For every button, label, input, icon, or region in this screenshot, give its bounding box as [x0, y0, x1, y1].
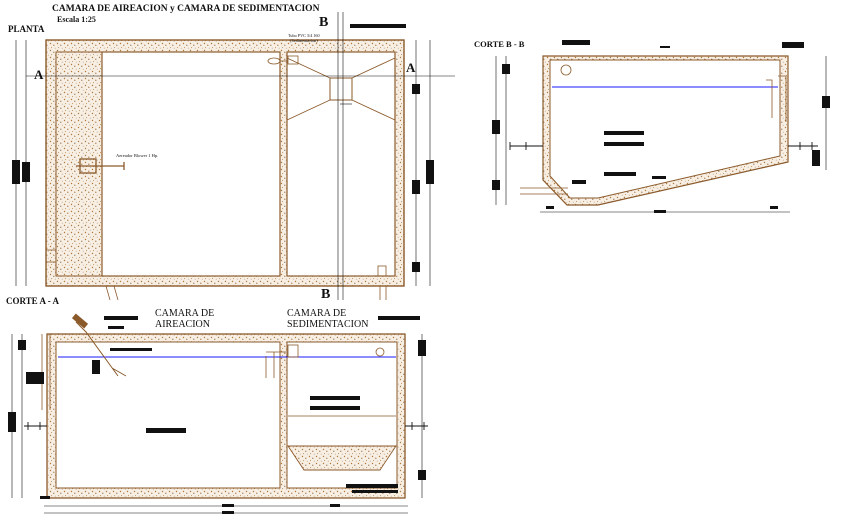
aeration-chamber-label-1: CAMARA DE: [155, 308, 214, 319]
aeration-chamber-label-2: AIREACION: [155, 319, 210, 330]
aa-tag-5: [310, 396, 360, 400]
aa-hopper: [287, 445, 397, 471]
aa-tag-10: [108, 326, 124, 329]
bb-dim-tag-8: [770, 206, 778, 209]
plan-dim-tag-4: [412, 180, 420, 194]
section-aa-label: CORTE A - A: [6, 296, 59, 306]
aa-diffuser-head: [71, 313, 89, 329]
aa-dim-tag-7: [222, 511, 234, 514]
bb-outlet-pipe: [766, 75, 787, 122]
aa-tag-1: [104, 316, 138, 320]
plan-sedimentation-chamber: [286, 51, 396, 277]
plan-outlet-box: [377, 265, 387, 277]
aa-dim-tag-3: [18, 340, 26, 350]
title-tag: [350, 24, 406, 28]
bb-tag-3: [782, 42, 804, 48]
plan-aeration-chamber: [101, 51, 281, 277]
aerator-note: Aereador Blower 1 Hp.: [116, 153, 158, 158]
bb-center-tag-1: [604, 131, 644, 135]
plan-label: PLANTA: [8, 24, 45, 34]
aa-dim-tag-1: [8, 412, 16, 432]
aa-outlet-pipe: [375, 347, 385, 357]
plan-inlet-box: [45, 249, 57, 263]
bb-left-fitting: [509, 142, 543, 150]
plan-dim-tag-6: [412, 262, 420, 272]
plan-view: Aereador Blower 1 Hp. Tubo PVC 3/4 160 (…: [12, 12, 455, 302]
aa-inlet-fitting: [24, 422, 47, 430]
aa-transfer-pipe: [265, 351, 286, 378]
plan-dim-tag-5: [412, 84, 420, 94]
plan-dim-tag-3: [426, 160, 434, 184]
bb-tag-2: [660, 46, 670, 48]
aa-dim-tag-4: [418, 340, 426, 356]
aa-tag-8: [346, 484, 398, 488]
drawing-title: CAMARA DE AIREACION y CAMARA DE SEDIMENT…: [52, 4, 320, 14]
aa-tag-9: [352, 490, 398, 493]
pipe-note-1: Tubo PVC 3/4 160: [288, 33, 320, 38]
bb-inlet-pipe: [560, 64, 572, 76]
drawing-scale: Escala 1:25: [57, 15, 96, 24]
cut-letter-a-left: A: [34, 67, 44, 82]
bb-center-tag-5: [572, 180, 586, 184]
aa-dim-tag-9: [40, 496, 50, 499]
bb-dim-tag-3: [502, 64, 510, 74]
bb-dim-tag-5: [812, 150, 820, 166]
bb-dim-tag-6: [654, 210, 666, 213]
plan-dim-tag-1: [12, 160, 20, 184]
aa-dim-tag-5: [418, 470, 426, 480]
aa-tag-7: [378, 316, 420, 320]
bb-center-tag-3: [604, 172, 636, 176]
cut-letter-b-top: B: [319, 15, 328, 30]
bb-center-tag-4: [652, 176, 666, 179]
aa-dim-tag-2: [26, 372, 44, 384]
aerator-icon: [76, 158, 125, 174]
bb-drain-pipe: [520, 187, 568, 195]
plan-aeration-zone: [55, 51, 103, 277]
aa-transfer-box: [287, 344, 299, 358]
cut-letter-a-right: A: [406, 60, 416, 75]
aa-diffuser-icon: [75, 321, 127, 377]
aa-outlet-fitting: [405, 422, 428, 430]
plan-pipe-box: [287, 55, 299, 65]
aa-aeration-chamber: [55, 341, 281, 489]
aa-tag-2: [110, 348, 152, 351]
plan-dim-tag-2: [22, 162, 30, 182]
plan-outlet-pipe-right: [379, 286, 387, 300]
bb-dim-tag-7: [546, 206, 554, 209]
aa-dim-tag-8: [330, 504, 340, 507]
section-bb: CORTE B - B: [474, 39, 830, 213]
bb-center-tag-2: [604, 142, 644, 146]
pipe-note-2: (Sedimentacion): [290, 38, 318, 43]
plan-hopper-bottom: [329, 77, 353, 101]
bb-tag-1: [562, 40, 590, 45]
sedimentation-chamber-label-1: CAMARA DE: [287, 308, 346, 319]
section-bb-label: CORTE B - B: [474, 39, 525, 49]
aa-dim-tag-6: [222, 504, 234, 507]
bb-inner-chamber: [549, 59, 781, 199]
bb-dim-tag-2: [492, 180, 500, 190]
bb-right-fitting: [788, 142, 818, 150]
sedimentation-chamber-label-2: SEDIMENTACION: [287, 319, 368, 330]
aa-tag-3: [92, 360, 100, 374]
plan-outlet-pipe-left: [105, 285, 119, 301]
bb-dim-tag-4: [822, 96, 830, 108]
bb-dim-tag-1: [492, 120, 500, 134]
cut-letter-b-bottom: B: [321, 287, 330, 302]
aa-tag-6: [310, 406, 360, 410]
aa-tag-4: [146, 428, 186, 433]
section-aa: CORTE A - A CAMARA DE AIREACION CAMARA D…: [6, 296, 428, 514]
